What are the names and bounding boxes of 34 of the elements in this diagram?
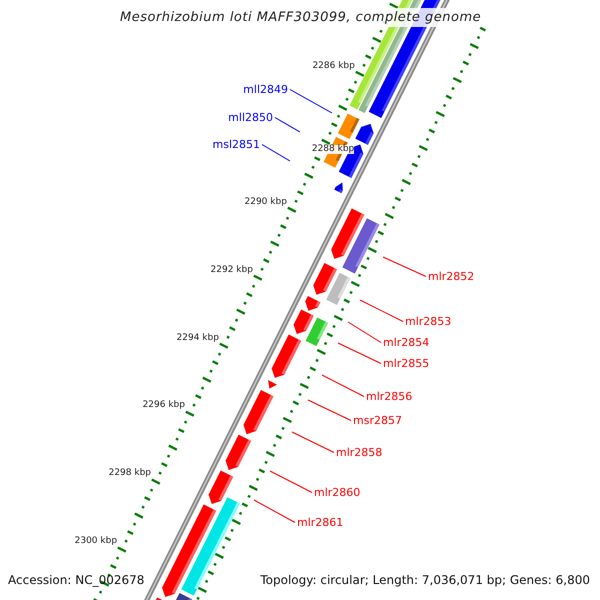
gene-label: mll2850: [228, 112, 273, 123]
gene-label: mlr2856: [366, 391, 412, 402]
scale-label: 2294 kbp: [176, 334, 219, 343]
gene-label: mlr2858: [336, 447, 382, 458]
gene-label: mll2849: [243, 84, 288, 95]
leader-line: [290, 89, 332, 114]
leader-line: [254, 500, 296, 523]
leader-line: [270, 470, 312, 493]
gene-label: mlr2861: [297, 517, 344, 528]
gene-label: mlr2853: [405, 316, 452, 327]
scale-label: 2290 kbp: [244, 198, 287, 207]
leader-line: [274, 117, 300, 132]
gene-label: mlr2855: [383, 358, 430, 369]
leader-line: [292, 432, 334, 453]
scale-label: 2300 kbp: [74, 537, 118, 546]
leader-line: [360, 300, 404, 322]
leader-line: [338, 342, 382, 364]
scale-label: 2286 kbp: [312, 62, 355, 71]
gene-label: mlr2860: [314, 487, 360, 498]
leader-line: [262, 144, 290, 162]
leader-line: [348, 322, 382, 343]
gene-label: msr2857: [353, 415, 402, 426]
leader-line: [382, 256, 426, 277]
scale-label: 2298 kbp: [108, 469, 152, 478]
scale-label: 2288 kbp: [312, 144, 354, 154]
gene-label: mlr2854: [383, 337, 430, 348]
scale-label: 2296 kbp: [142, 401, 185, 410]
gene-label: mlr2852: [428, 271, 474, 282]
leader-line: [322, 374, 364, 397]
footer-text: Accession: NC_002678: [8, 574, 144, 586]
gene-label: msl2851: [212, 139, 260, 150]
footer-text: Topology: circular; Length: 7,036,071 bp; Genes: 6,800: [260, 574, 590, 586]
scale-label: 2292 kbp: [210, 266, 253, 275]
leader-line: [308, 400, 352, 421]
